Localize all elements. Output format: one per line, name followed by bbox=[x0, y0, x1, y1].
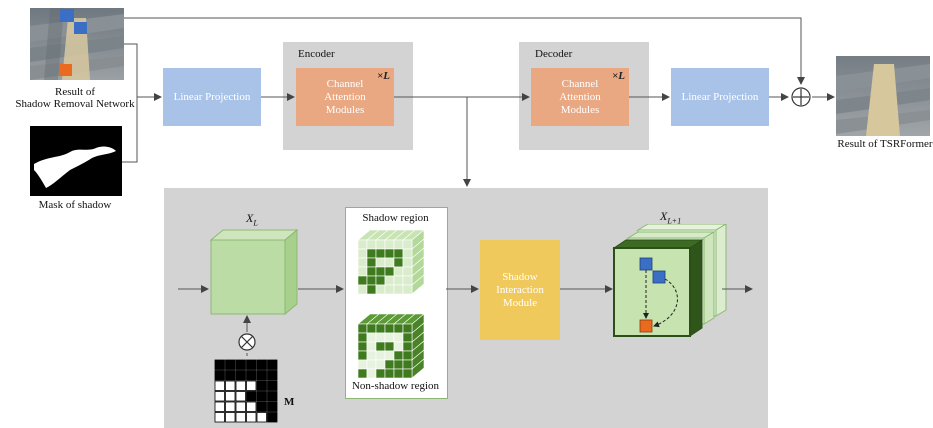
interaction-line2: Interaction bbox=[496, 283, 544, 296]
decoder-module-line1: Channel bbox=[561, 77, 599, 90]
linear-projection-out: Linear Projection bbox=[671, 68, 769, 126]
xl-feature-cube bbox=[209, 228, 299, 316]
decoder-title: Decoder bbox=[535, 48, 573, 60]
key-patch-blue bbox=[74, 22, 87, 34]
encoder-module-line1: Channel bbox=[326, 77, 364, 90]
decoder-module-line3: Modules bbox=[560, 103, 600, 116]
shadow-removal-result-image bbox=[30, 8, 124, 80]
multiply-operator-icon bbox=[238, 333, 256, 351]
encoder-repeat-label: ×L bbox=[377, 70, 390, 82]
xl-subscript: L bbox=[253, 218, 258, 228]
interaction-line3: Module bbox=[502, 296, 538, 309]
xl1-symbol: X bbox=[660, 209, 668, 223]
linear-projection-in: Linear Projection bbox=[163, 68, 261, 126]
decoder-module-line2: Attention bbox=[559, 90, 601, 103]
decoder-repeat-label: ×L bbox=[612, 70, 625, 82]
shadow-region-cube bbox=[357, 229, 425, 295]
shadow-mask-image bbox=[30, 126, 122, 196]
key-patch bbox=[652, 270, 666, 284]
mask-label: Mask of shadow bbox=[38, 199, 112, 211]
value-patch bbox=[639, 319, 653, 333]
xl1-subscript: L+1 bbox=[667, 216, 682, 226]
encoder-channel-attention-modules: Channel Attention Modules bbox=[296, 68, 394, 126]
mask-symbol: M bbox=[284, 396, 295, 408]
add-operator-icon bbox=[791, 87, 811, 107]
decoder-channel-attention-modules: Channel Attention Modules bbox=[531, 68, 629, 126]
interaction-line1: Shadow bbox=[502, 270, 538, 283]
non-shadow-region-cube bbox=[357, 313, 425, 379]
shadow-interaction-module: Shadow Interaction Module bbox=[480, 240, 560, 340]
mask-grid bbox=[214, 359, 278, 423]
xl-label: XL bbox=[246, 211, 258, 227]
xl-symbol: X bbox=[246, 211, 254, 225]
encoder-module-line3: Modules bbox=[325, 103, 365, 116]
value-patch-orange bbox=[59, 64, 72, 76]
encoder-module-line2: Attention bbox=[324, 90, 366, 103]
xl1-feature-stack bbox=[612, 224, 727, 337]
output-label: Result of TSRFormer bbox=[837, 138, 933, 150]
shadow-region-label: Shadow region bbox=[362, 212, 429, 224]
tsrformer-result-image bbox=[836, 56, 930, 136]
non-shadow-region-label: Non-shadow region bbox=[351, 380, 440, 392]
result-label-line2: Shadow Removal Network bbox=[15, 98, 135, 110]
encoder-title: Encoder bbox=[298, 48, 335, 60]
xl1-label: XL+1 bbox=[660, 209, 681, 225]
query-patch-blue bbox=[60, 9, 74, 22]
result-label-line1: Result of bbox=[54, 86, 96, 98]
